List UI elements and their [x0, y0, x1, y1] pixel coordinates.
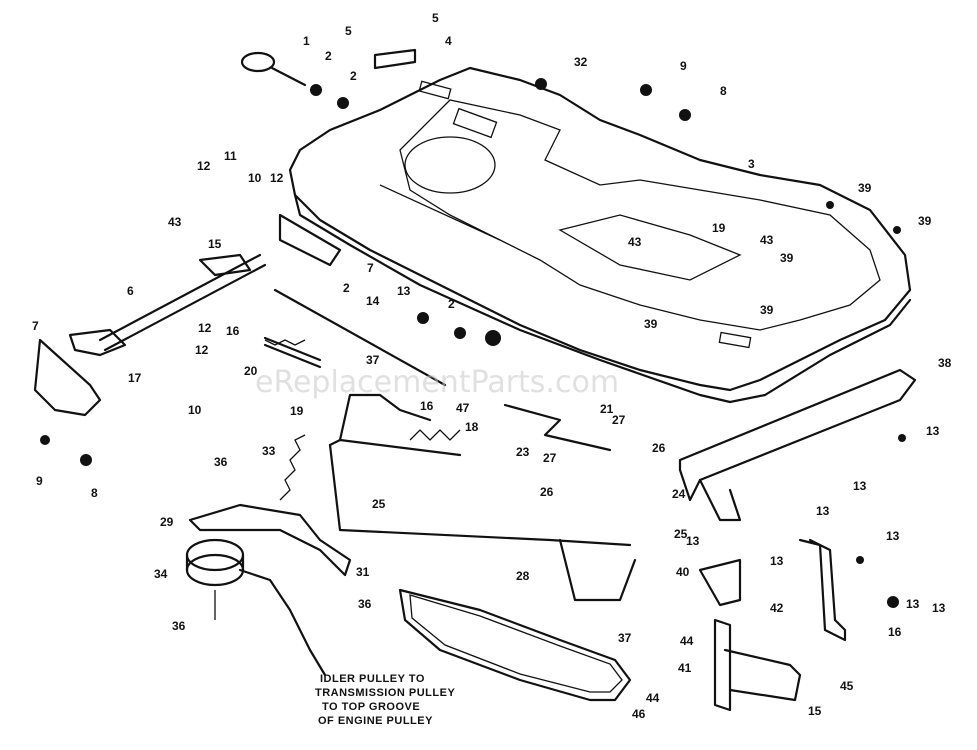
note-line-1: IDLER PULLEY TO [320, 673, 425, 685]
callout-43: 43 [168, 215, 182, 229]
callout-34: 34 [154, 567, 168, 581]
callout-19: 19 [712, 221, 726, 235]
callout-7: 7 [32, 319, 39, 333]
callout-10: 10 [248, 171, 262, 185]
callout-20: 20 [244, 364, 258, 378]
callout-8: 8 [91, 486, 98, 500]
callout-37: 37 [366, 353, 380, 367]
callout-44: 44 [680, 634, 694, 648]
callout-6: 6 [127, 284, 134, 298]
callout-4: 4 [445, 34, 452, 48]
callout-7: 7 [367, 261, 374, 275]
callout-12: 12 [198, 321, 212, 335]
callout-12: 12 [197, 159, 211, 173]
frame-plate [288, 66, 912, 404]
watermark-text: eReplacementParts.com [255, 365, 619, 400]
callout-46: 46 [632, 707, 646, 721]
right-rail [678, 368, 917, 712]
callout-27: 27 [543, 451, 557, 465]
callout-47: 47 [456, 401, 470, 415]
callout-9: 9 [36, 474, 43, 488]
callout-21: 21 [600, 402, 614, 416]
callout-36: 36 [214, 455, 228, 469]
callout-27: 27 [612, 413, 626, 427]
callout-13: 13 [926, 424, 940, 438]
callout-26: 26 [540, 485, 554, 499]
callout-13: 13 [686, 534, 700, 548]
callout-12: 12 [270, 171, 284, 185]
callout-25: 25 [372, 497, 386, 511]
callout-1: 1 [303, 34, 310, 48]
callout-31: 31 [356, 565, 370, 579]
callout-45: 45 [840, 679, 854, 693]
callout-42: 42 [770, 601, 784, 615]
callout-38: 38 [938, 356, 952, 370]
callout-28: 28 [516, 569, 530, 583]
callout-33: 33 [262, 444, 276, 458]
callout-2: 2 [343, 281, 350, 295]
callout-5: 5 [345, 24, 352, 38]
linkage-rods [328, 393, 637, 602]
callout-41: 41 [678, 661, 692, 675]
callout-8: 8 [720, 84, 727, 98]
idler-pulley-assembly [185, 503, 352, 677]
callout-17: 17 [128, 371, 142, 385]
callout-43: 43 [760, 233, 774, 247]
callout-9: 9 [680, 59, 687, 73]
callout-39: 39 [918, 214, 932, 228]
callout-16: 16 [888, 625, 902, 639]
callout-32: 32 [574, 55, 588, 69]
callout-14: 14 [366, 294, 380, 308]
callout-15: 15 [808, 704, 822, 718]
callout-13: 13 [770, 554, 784, 568]
callout-2: 2 [448, 297, 455, 311]
note-line-2: TRANSMISSION PULLEY [315, 687, 455, 699]
callout-13: 13 [932, 601, 946, 615]
callout-2: 2 [325, 49, 332, 63]
callout-39: 39 [760, 303, 774, 317]
top-hardware [240, 48, 906, 608]
callout-3: 3 [748, 157, 755, 171]
callout-18: 18 [465, 420, 479, 434]
callout-11: 11 [224, 149, 237, 163]
callout-25: 25 [674, 527, 688, 541]
callout-12: 12 [195, 343, 209, 357]
callout-13: 13 [886, 529, 900, 543]
callout-13: 13 [397, 284, 411, 298]
belt-routing-note: IDLER PULLEY TO TRANSMISSION PULLEY TO T… [315, 673, 455, 727]
callout-36: 36 [358, 597, 372, 611]
callout-26: 26 [652, 441, 666, 455]
callout-39: 39 [780, 251, 794, 265]
brake-rod-assembly [33, 213, 447, 466]
callout-13: 13 [906, 597, 920, 611]
callout-43: 43 [628, 235, 642, 249]
note-line-3: TO TOP GROOVE [322, 701, 420, 713]
callout-39: 39 [644, 317, 658, 331]
callout-37: 37 [618, 631, 632, 645]
callout-13: 13 [816, 504, 830, 518]
note-line-4: OF ENGINE PULLEY [318, 715, 433, 727]
callout-39: 39 [858, 181, 872, 195]
callout-29: 29 [160, 515, 174, 529]
callout-24: 24 [672, 487, 686, 501]
callout-10: 10 [188, 403, 202, 417]
drive-belt [398, 588, 632, 702]
callout-40: 40 [676, 565, 690, 579]
callout-5: 5 [432, 11, 439, 25]
callout-44: 44 [646, 691, 660, 705]
callout-group: 1 2 2 4 5 5 32 9 8 3 12 11 10 12 43 15 7… [32, 11, 952, 721]
callout-15: 15 [208, 237, 222, 251]
callout-19: 19 [290, 404, 304, 418]
callout-16: 16 [226, 324, 240, 338]
callout-2: 2 [350, 69, 357, 83]
callout-36: 36 [172, 619, 186, 633]
callout-13: 13 [853, 479, 867, 493]
callout-16: 16 [420, 399, 434, 413]
callout-23: 23 [516, 445, 530, 459]
springs [264, 339, 461, 501]
